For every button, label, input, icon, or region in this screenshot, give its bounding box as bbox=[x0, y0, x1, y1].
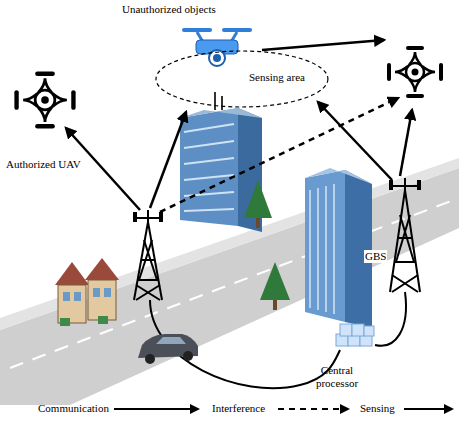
legend-text: Communication bbox=[38, 402, 109, 415]
processor-label: Central processor bbox=[306, 364, 368, 389]
legend-text: Sensing bbox=[360, 402, 395, 415]
sensing-area: Sensing area bbox=[155, 50, 329, 108]
object-label: Unauthorized objects bbox=[122, 3, 216, 16]
uav-label: Authorized UAV bbox=[6, 158, 81, 171]
gbs-label: GBS bbox=[364, 250, 387, 263]
legend-text: Interference bbox=[212, 402, 265, 415]
area-label: Sensing area bbox=[249, 71, 305, 84]
